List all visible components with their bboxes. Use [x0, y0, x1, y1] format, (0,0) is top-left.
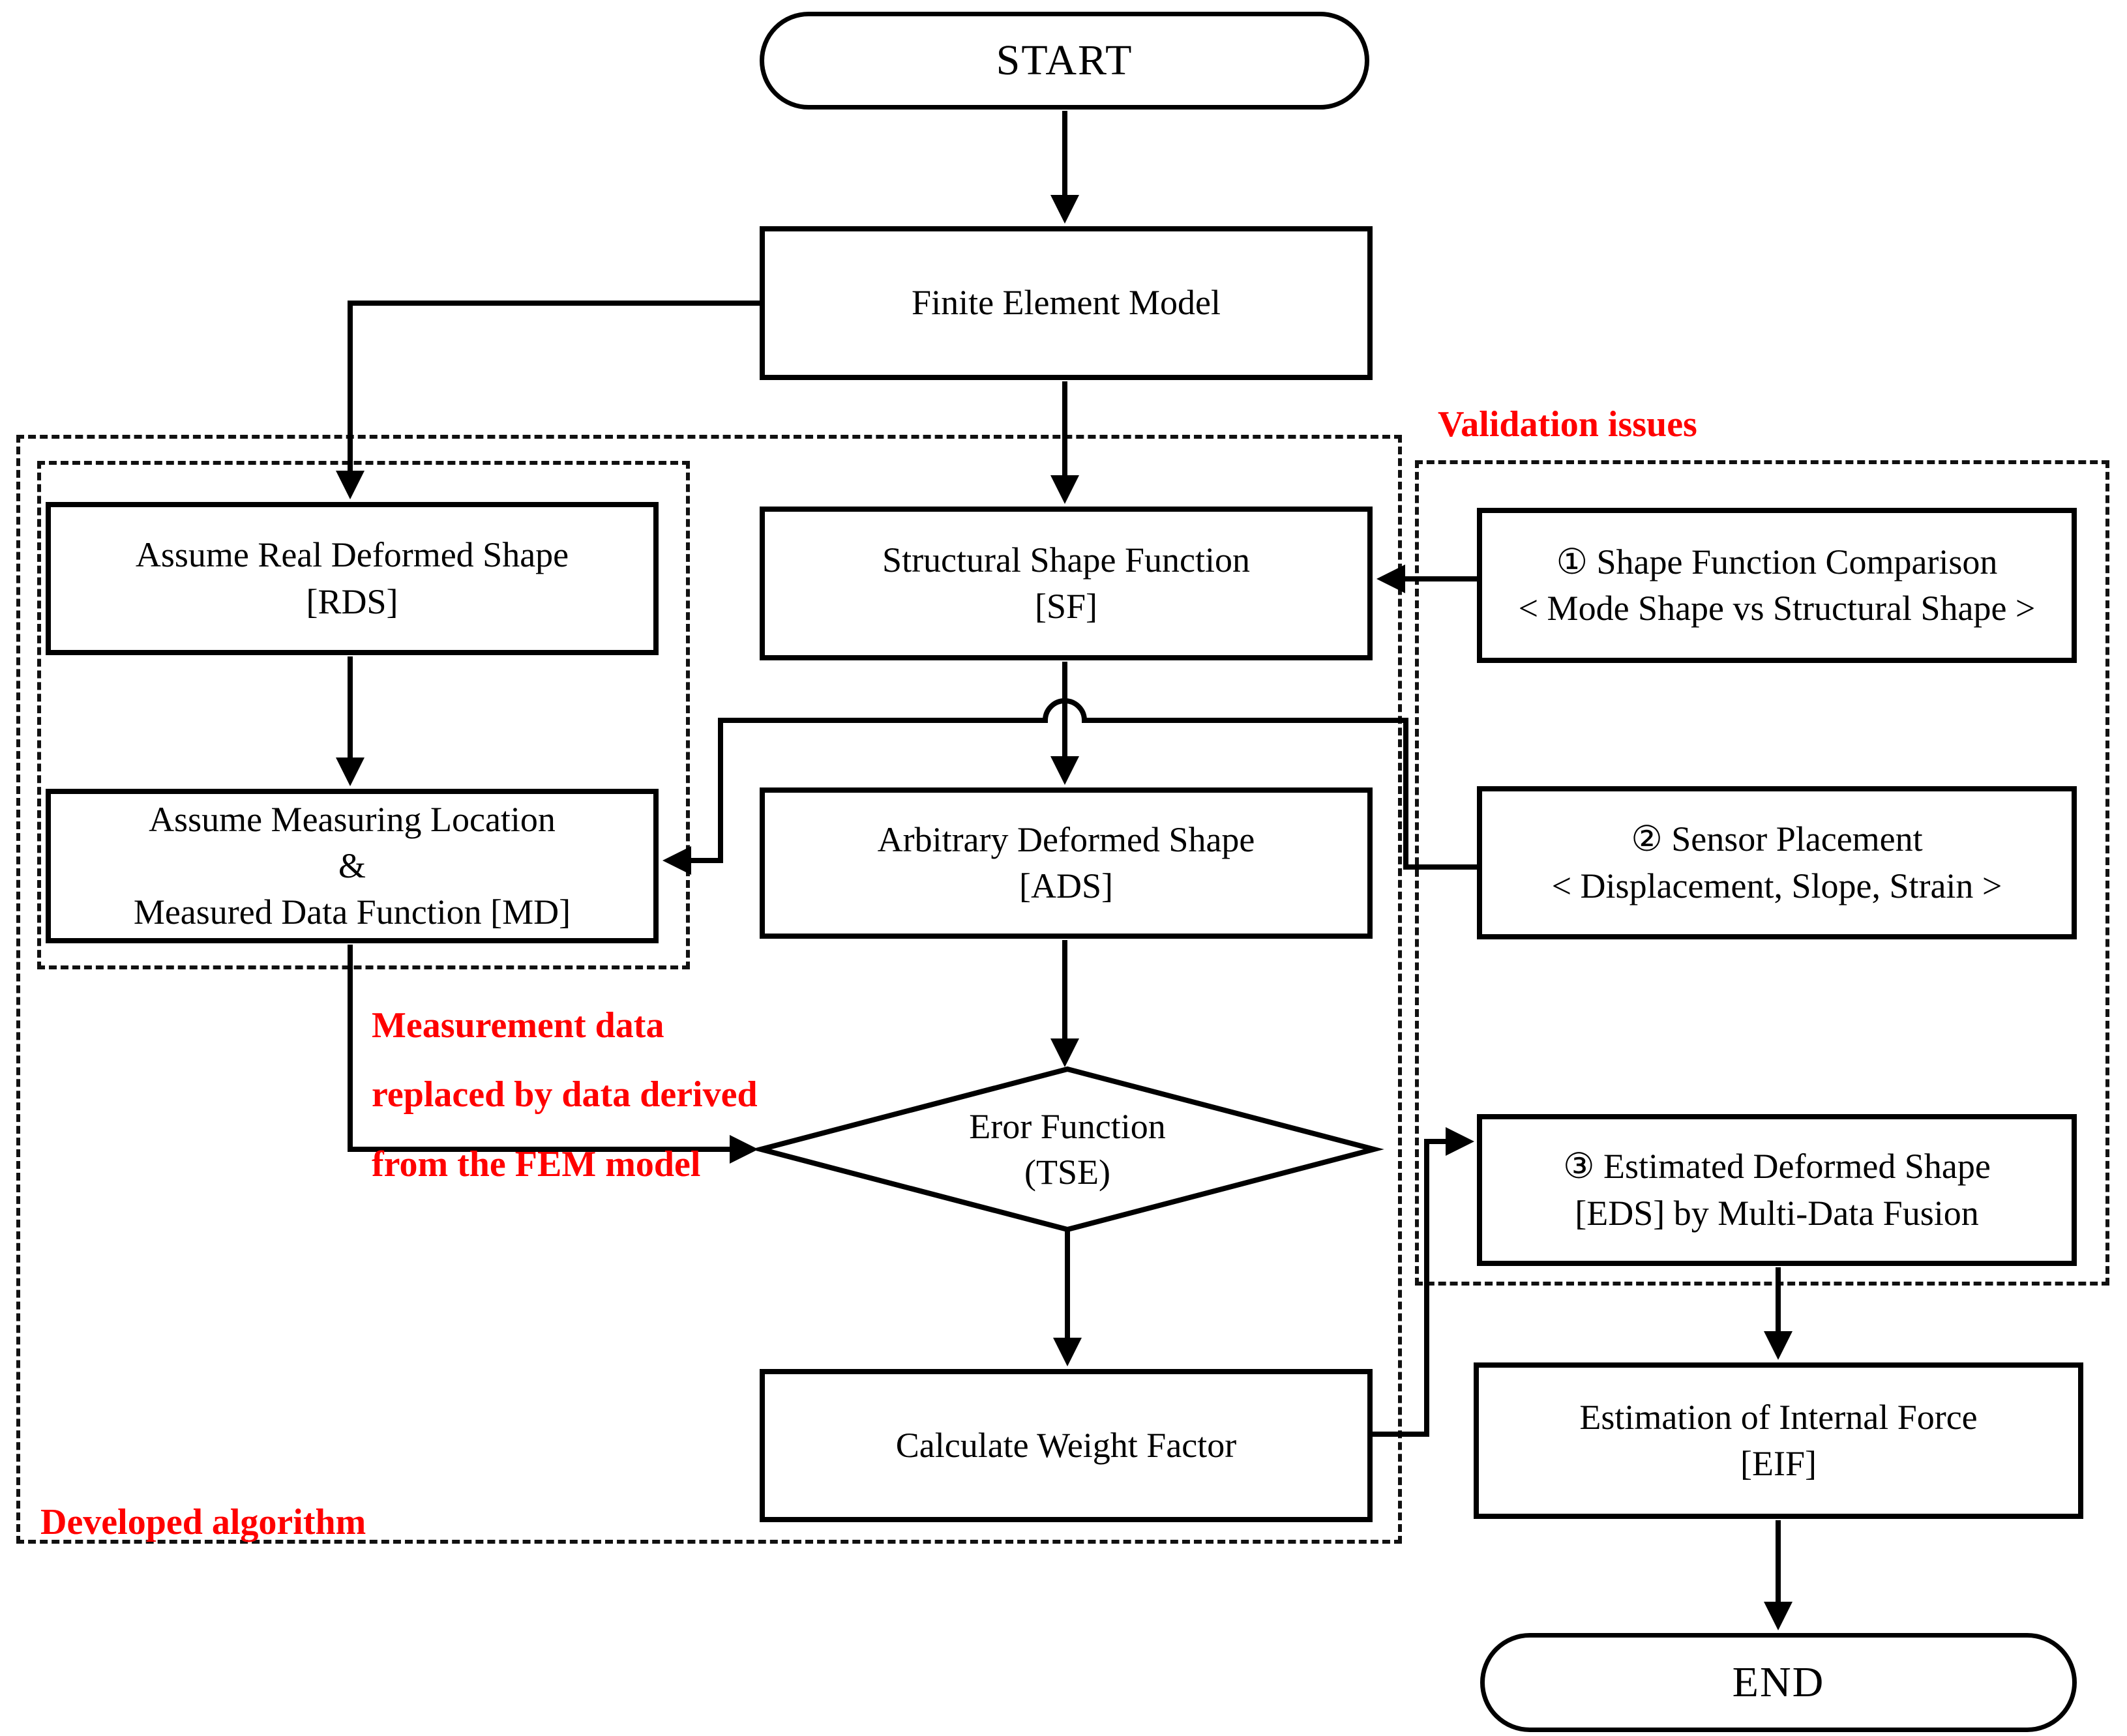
- eif-label-line1: Estimation of Internal Force: [1579, 1397, 1978, 1437]
- eds-label-line2: [EDS] by Multi-Data Fusion: [1575, 1193, 1979, 1233]
- error-function-decision: Eror Function (TSE): [826, 1083, 1309, 1215]
- arrow-cwf-to-eds: [1373, 1127, 1474, 1437]
- arrow-fem-to-rds: [336, 301, 760, 499]
- assumption-group-box: [37, 461, 690, 969]
- rds-process-box: Assume Real Deformed Shape [RDS]: [46, 502, 659, 655]
- md-process-box: Assume Measuring Location & Measured Dat…: [46, 789, 659, 943]
- validation-issues-group-box: [1415, 460, 2109, 1286]
- sensor-placement-line2: < Displacement, Slope, Strain >: [1551, 866, 2002, 905]
- md-label-line2: &: [338, 846, 366, 885]
- developed-algorithm-label: Developed algorithm: [40, 1488, 366, 1557]
- end-terminator: END: [1480, 1633, 2077, 1732]
- end-label: END: [1732, 1658, 1825, 1706]
- sensor-placement-line1: ② Sensor Placement: [1631, 819, 1923, 859]
- arrow-md-to-error: [348, 945, 758, 1164]
- cwf-label: Calculate Weight Factor: [895, 1425, 1237, 1465]
- shape-comparison-box: ① Shape Function Comparison < Mode Shape…: [1477, 508, 2077, 663]
- measurement-note-line1: Measurement data: [372, 1005, 664, 1046]
- eif-label-line2: [EIF]: [1740, 1444, 1817, 1483]
- developed-algorithm-text: Developed algorithm: [40, 1502, 366, 1542]
- shape-comparison-line2: < Mode Shape vs Structural Shape >: [1518, 589, 2036, 628]
- start-label: START: [996, 37, 1133, 84]
- sf-process-box: Structural Shape Function [SF]: [760, 507, 1373, 660]
- cwf-process-box: Calculate Weight Factor: [760, 1369, 1373, 1522]
- ads-label-line1: Arbitrary Deformed Shape: [877, 819, 1255, 859]
- rds-label-line2: [RDS]: [306, 581, 398, 621]
- error-function-line1: Eror Function: [969, 1106, 1166, 1146]
- sf-label-line2: [SF]: [1034, 587, 1098, 626]
- error-function-diamond-shape: [751, 1066, 1384, 1233]
- sf-label-line1: Structural Shape Function: [882, 540, 1250, 580]
- validation-issues-label: Validation issues: [1438, 390, 1697, 459]
- eif-process-box: Estimation of Internal Force [EIF]: [1474, 1362, 2083, 1519]
- eds-label-line1: ③ Estimated Deformed Shape: [1563, 1147, 1991, 1186]
- eds-box: ③ Estimated Deformed Shape [EDS] by Mult…: [1477, 1114, 2077, 1266]
- fem-process-box: Finite Element Model: [760, 226, 1373, 380]
- start-terminator: START: [760, 12, 1369, 110]
- measurement-note: Measurement data replaced by data derive…: [372, 991, 758, 1199]
- error-function-line2: (TSE): [1024, 1153, 1110, 1192]
- rds-label-line1: Assume Real Deformed Shape: [135, 535, 569, 575]
- developed-algorithm-group-box: [16, 435, 1402, 1544]
- md-label-line1: Assume Measuring Location: [149, 799, 556, 839]
- ads-process-box: Arbitrary Deformed Shape [ADS]: [760, 787, 1373, 939]
- validation-issues-text: Validation issues: [1438, 404, 1697, 445]
- arrow-sensor-to-md: [662, 698, 1477, 875]
- measurement-note-line3: from the FEM model: [372, 1143, 701, 1184]
- shape-comparison-line1: ① Shape Function Comparison: [1556, 542, 1998, 581]
- sensor-placement-box: ② Sensor Placement < Displacement, Slope…: [1477, 786, 2077, 939]
- ads-label-line2: [ADS]: [1019, 866, 1113, 905]
- md-label-line3: Measured Data Function [MD]: [133, 892, 571, 932]
- measurement-note-line2: replaced by data derived: [372, 1074, 758, 1115]
- fem-label: Finite Element Model: [912, 283, 1221, 323]
